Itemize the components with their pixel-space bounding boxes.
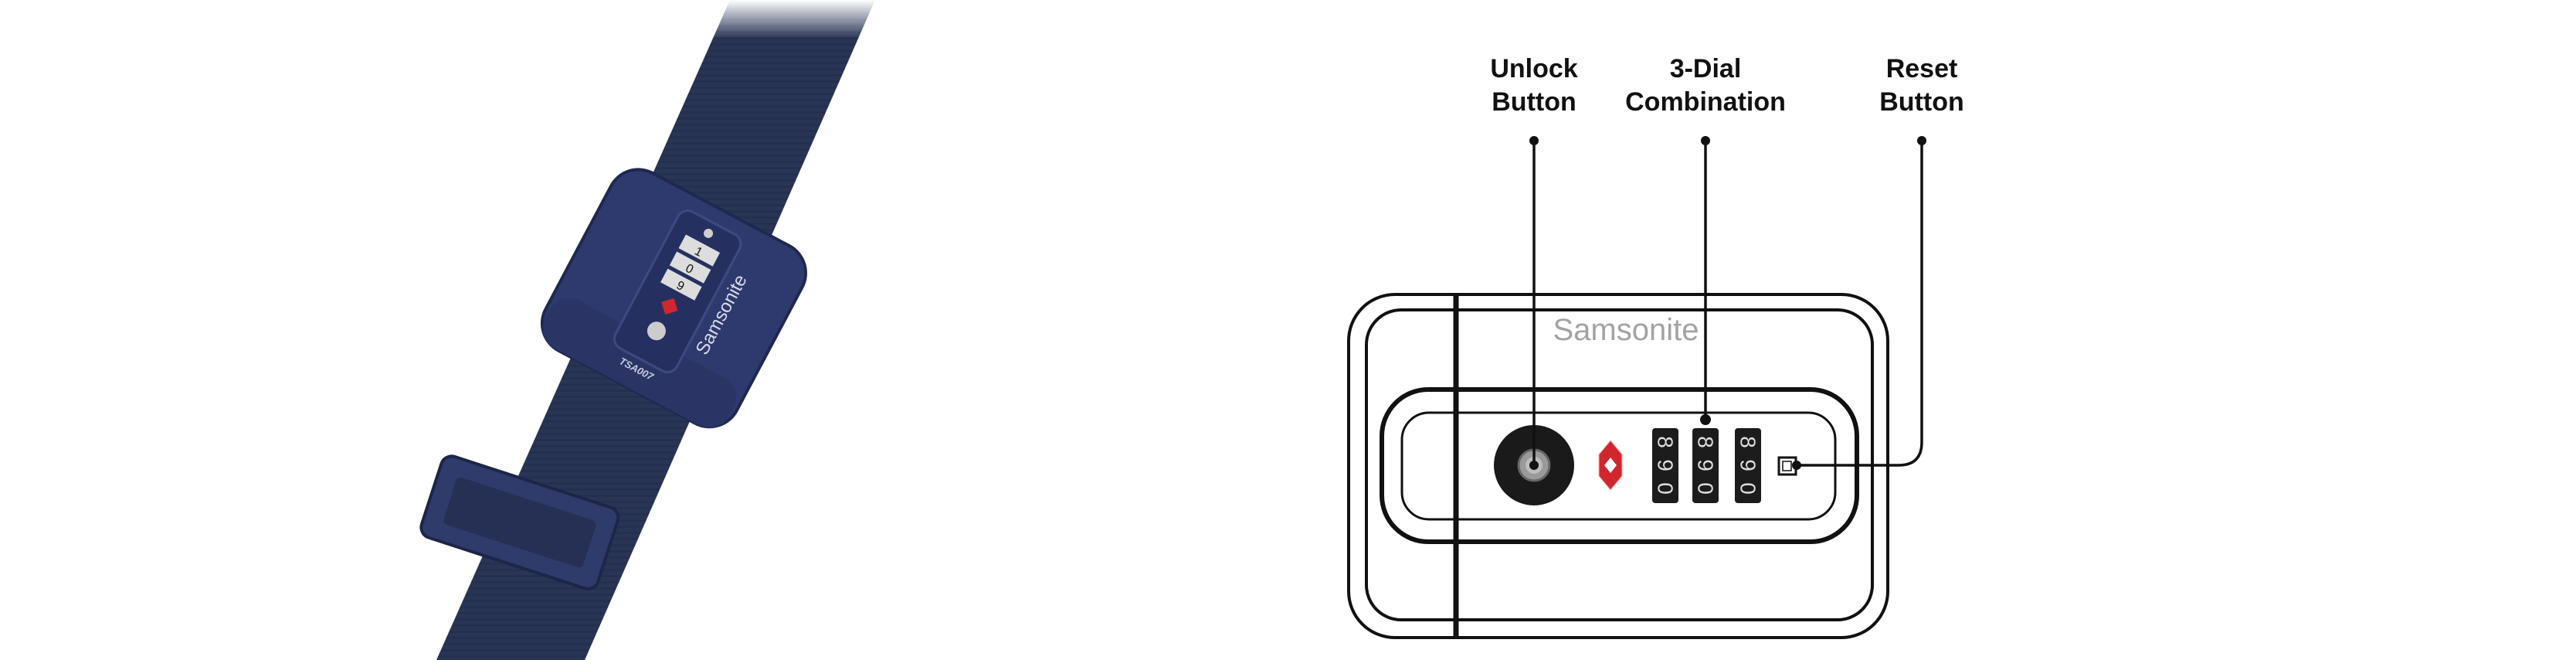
keyhole-icon — [647, 321, 666, 341]
lock-body: 1 0 9 TSA007 Samsonite — [540, 168, 808, 429]
product-photo: 1 0 9 TSA007 Samsonite — [0, 0, 1236, 660]
diagram-brand-logo: Samsonite — [1553, 313, 1699, 347]
callout-line2: Button — [1492, 87, 1576, 117]
dial-digit: 0 — [1736, 482, 1760, 495]
callout-line2: Button — [1879, 87, 1964, 117]
dial-3: 8 9 0 — [1735, 428, 1761, 503]
dial-digit: 8 — [1654, 436, 1678, 448]
callout-line1: Reset — [1885, 54, 1958, 83]
combination-dials: 8 9 0 8 9 0 8 9 0 — [1652, 428, 1761, 503]
dial-digit: 0 — [1694, 482, 1718, 495]
dial-digit: 9 — [1694, 459, 1718, 471]
dial-2: 8 9 0 — [1692, 428, 1719, 503]
lock-dials: 1 0 9 — [660, 234, 721, 301]
dial-digit: 9 — [1654, 459, 1678, 471]
callout-reset-button: Reset Button — [1879, 53, 1964, 119]
callout-line1: 3-Dial — [1669, 54, 1742, 83]
dial-digit: 8 — [1694, 436, 1718, 448]
tsa-logo-icon — [1598, 440, 1623, 491]
dial-1: 8 9 0 — [1652, 428, 1678, 503]
callout-3-dial-combination: 3-Dial Combination — [1625, 53, 1786, 119]
reset-callout-line — [1797, 141, 1923, 467]
dial-digit: 8 — [1736, 436, 1760, 448]
callout-line1: Unlock — [1490, 54, 1578, 83]
strap-buckle — [419, 454, 620, 590]
tsa-logo-icon — [661, 298, 678, 315]
dial-digit: 0 — [1654, 482, 1678, 495]
callout-line2: Combination — [1625, 87, 1786, 117]
callout-unlock-button: Unlock Button — [1490, 53, 1577, 119]
dial-digit: 9 — [1736, 459, 1760, 471]
